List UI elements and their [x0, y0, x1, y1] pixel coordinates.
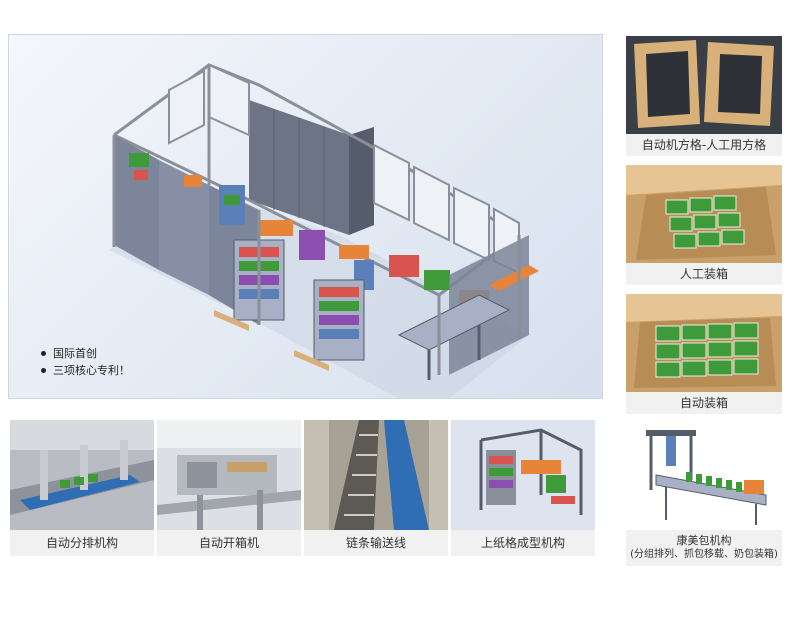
side-caption: 人工装箱: [626, 263, 782, 285]
auto-boxing-photo: [626, 294, 782, 392]
bottom-card-divider-forming: 上纸格成型机构: [451, 420, 595, 556]
feature-item: 国际首创: [39, 345, 130, 362]
machine-rendering: [109, 63, 539, 398]
bottom-caption: 链条输送线: [304, 530, 448, 556]
manual-boxing-photo: [626, 165, 782, 263]
side-caption: 自动机方格-人工用方格: [626, 134, 782, 156]
case-erector-photo: [157, 420, 301, 530]
side-card-grid-frames: 自动机方格-人工用方格: [626, 36, 782, 156]
bottom-card-combibloc: 康美包机构 (分组排列、抓包移载、奶包装箱): [626, 420, 782, 566]
bottom-card-auto-sorting: 自动分排机构: [10, 420, 154, 556]
feature-list: 国际首创 三项核心专利！: [39, 345, 130, 379]
bottom-caption-title: 康美包机构: [676, 534, 732, 547]
main-render-panel: 国际首创 三项核心专利！: [8, 34, 603, 399]
bottom-caption: 自动开箱机: [157, 530, 301, 556]
auto-sorting-photo: [10, 420, 154, 530]
bottom-caption: 自动分排机构: [10, 530, 154, 556]
chain-conveyor-photo: [304, 420, 448, 530]
bottom-caption-sub: (分组排列、抓包移载、奶包装箱): [630, 549, 778, 560]
bottom-card-chain-conveyor: 链条输送线: [304, 420, 448, 556]
bottom-caption: 康美包机构 (分组排列、抓包移载、奶包装箱): [626, 530, 782, 566]
feature-item: 三项核心专利！: [39, 362, 130, 379]
divider-forming-render: [451, 420, 595, 530]
grid-frames-photo: [626, 36, 782, 134]
combibloc-render: [626, 420, 782, 530]
side-card-manual-boxing: 人工装箱: [626, 165, 782, 285]
side-caption: 自动装箱: [626, 392, 782, 414]
bottom-caption: 上纸格成型机构: [451, 530, 595, 556]
side-card-auto-boxing: 自动装箱: [626, 294, 782, 414]
bottom-card-case-erector: 自动开箱机: [157, 420, 301, 556]
